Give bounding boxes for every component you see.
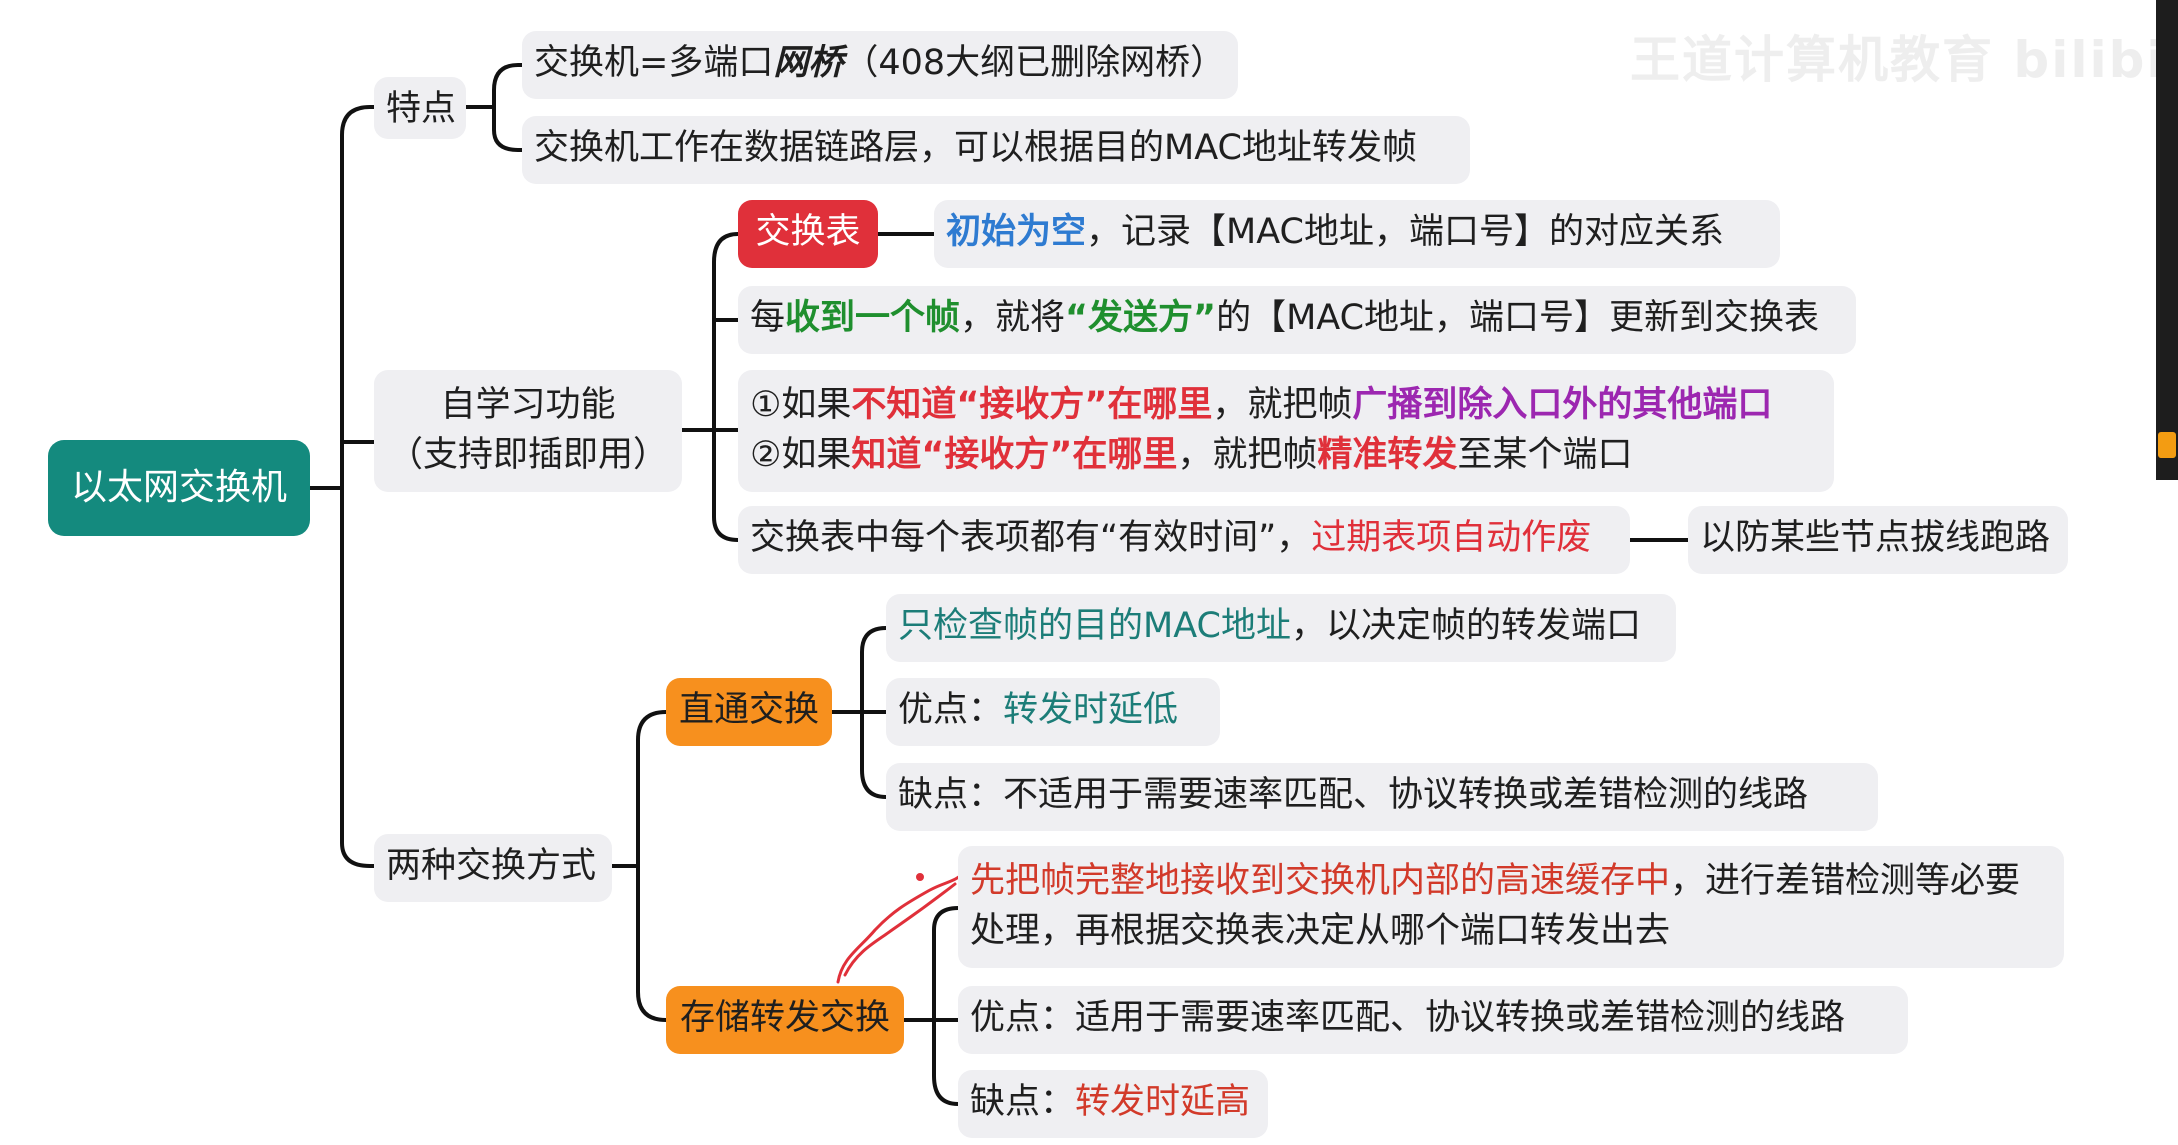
watermark-logo: 王道计算机教育 bilibili xyxy=(1630,31,2178,89)
features-branch xyxy=(464,63,524,152)
cut-through-branch xyxy=(830,626,888,799)
store-forward-desc[interactable]: 先把帧完整地接收到交换机内部的高速缓存中，进行差错检测等必要处理，再根据交换表决… xyxy=(958,846,2064,968)
window-edge xyxy=(2156,0,2178,480)
expire-rule-node[interactable]: 交换表中每个表项都有“有效时间”，过期表项自动作废 xyxy=(738,506,1630,574)
self-learning-branch xyxy=(680,232,740,542)
self-learning-node[interactable]: 自学习功能 （支持即插即用） xyxy=(374,370,682,492)
store-forward-pro[interactable]: 优点：适用于需要速率匹配、协议转换或差错检测的线路 xyxy=(958,986,1908,1054)
switching-branch xyxy=(610,710,668,1022)
root-spine xyxy=(308,105,376,868)
switching-modes-node[interactable]: 两种交换方式 xyxy=(374,834,612,902)
expire-note-node[interactable]: 以防某些节点拔线跑路 xyxy=(1688,506,2068,574)
handwritten-annotation xyxy=(836,870,967,984)
annotation-dot xyxy=(916,873,924,881)
update-rule-node[interactable]: 每收到一个帧，就将“发送方”的【MAC地址，端口号】更新到交换表 xyxy=(738,286,1856,354)
store-forward-branch xyxy=(902,906,960,1106)
bridge-emphasis: 网桥 xyxy=(773,43,844,83)
forwarding-rules-node[interactable]: ①如果不知道“接收方”在哪里，就把帧广播到除入口外的其他端口 ②如果知道“接收方… xyxy=(738,370,1834,492)
cut-through-node[interactable]: 直通交换 xyxy=(666,678,832,746)
rule-known-receiver: ②如果知道“接收方”在哪里，就把帧精准转发至某个端口 xyxy=(750,435,1633,475)
cut-through-con[interactable]: 缺点：不适用于需要速率匹配、协议转换或差错检测的线路 xyxy=(886,763,1878,831)
cut-through-desc[interactable]: 只检查帧的目的MAC地址，以决定帧的转发端口 xyxy=(886,594,1676,662)
handwritten-annotation xyxy=(843,882,957,977)
edge-badge-icon xyxy=(2158,432,2176,458)
root-node[interactable]: 以太网交换机 xyxy=(48,440,310,536)
features-node[interactable]: 特点 xyxy=(374,77,466,139)
rule-unknown-receiver: ①如果不知道“接收方”在哪里，就把帧广播到除入口外的其他端口 xyxy=(750,385,1773,425)
feature-item-2[interactable]: 交换机工作在数据链路层，可以根据目的MAC地址转发帧 xyxy=(522,116,1470,184)
switch-table-desc[interactable]: 初始为空，记录【MAC地址，端口号】的对应关系 xyxy=(934,200,1780,268)
switch-table-node[interactable]: 交换表 xyxy=(738,200,878,268)
store-forward-node[interactable]: 存储转发交换 xyxy=(666,986,904,1054)
cut-through-pro[interactable]: 优点：转发时延低 xyxy=(886,678,1220,746)
store-forward-con[interactable]: 缺点：转发时延高 xyxy=(958,1070,1268,1138)
feature-item-1[interactable]: 交换机=多端口网桥（408大纲已删除网桥） xyxy=(522,31,1238,99)
